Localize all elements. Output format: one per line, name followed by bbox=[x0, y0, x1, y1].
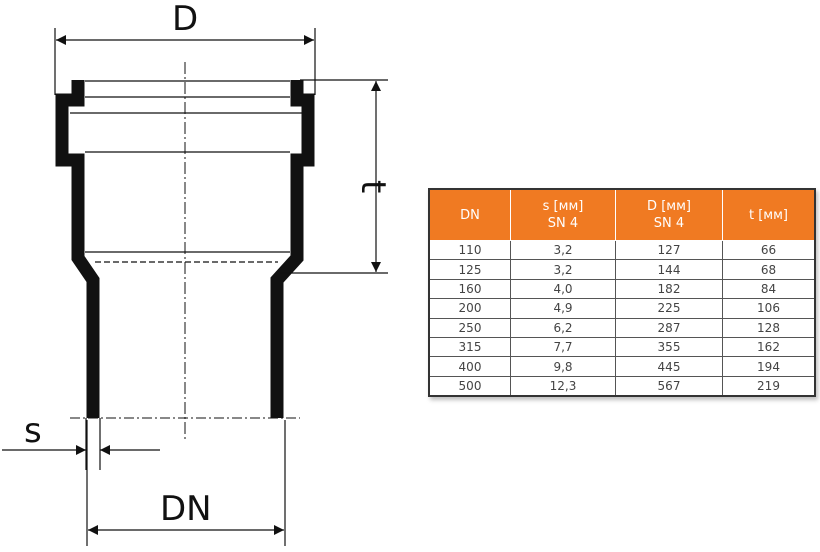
header-sublabel: SN 4 bbox=[547, 216, 579, 231]
cell-d: 127 bbox=[615, 239, 723, 261]
header-label: s [мм] bbox=[542, 199, 584, 214]
cell-s: 3,2 bbox=[510, 239, 616, 261]
cell-t: 84 bbox=[722, 278, 816, 300]
cell-dn: 500 bbox=[428, 375, 511, 397]
cell-t: 106 bbox=[722, 298, 816, 319]
cell-t: 219 bbox=[722, 375, 816, 397]
dimension-DN-label: DN bbox=[160, 489, 212, 529]
dimension-s-label: s bbox=[24, 411, 42, 451]
header-dn: DN bbox=[428, 189, 511, 241]
cell-d: 567 bbox=[615, 375, 723, 397]
table-header-row: DN s [мм] SN 4 D [мм] SN 4 t [мм] bbox=[428, 189, 816, 241]
cell-dn: 315 bbox=[428, 336, 511, 358]
cell-d: 144 bbox=[615, 259, 723, 280]
cell-t: 194 bbox=[722, 356, 816, 377]
dimension-D bbox=[54, 28, 316, 95]
header-sublabel: SN 4 bbox=[653, 216, 685, 231]
header-label: DN bbox=[460, 207, 480, 223]
cell-dn: 400 bbox=[428, 356, 511, 377]
cell-d: 445 bbox=[615, 356, 723, 377]
pipe-wall-right bbox=[270, 80, 315, 418]
cell-t: 162 bbox=[722, 336, 816, 358]
dimension-s bbox=[2, 418, 160, 470]
cell-t: 66 bbox=[722, 239, 816, 261]
dimension-t-label: t bbox=[353, 180, 393, 193]
socket-inner-lines bbox=[70, 80, 302, 253]
cell-dn: 200 bbox=[428, 298, 511, 319]
cell-dn: 250 bbox=[428, 317, 511, 338]
cell-t: 68 bbox=[722, 259, 816, 280]
cell-d: 287 bbox=[615, 317, 723, 338]
cell-t: 128 bbox=[722, 317, 816, 338]
cell-s: 9,8 bbox=[510, 356, 616, 377]
cell-dn: 110 bbox=[428, 239, 511, 261]
pipe-wall-left bbox=[55, 80, 100, 418]
cell-d: 225 bbox=[615, 298, 723, 319]
cell-dn: 160 bbox=[428, 278, 511, 300]
header-label: D [мм] bbox=[647, 199, 691, 214]
cell-s: 3,2 bbox=[510, 259, 616, 280]
cell-s: 7,7 bbox=[510, 336, 616, 358]
cell-dn: 125 bbox=[428, 259, 511, 280]
header-d: D [мм] SN 4 bbox=[615, 189, 723, 241]
dimension-t bbox=[280, 79, 388, 274]
cell-d: 355 bbox=[615, 336, 723, 358]
header-s: s [мм] SN 4 bbox=[510, 189, 616, 241]
dimension-DN bbox=[86, 420, 286, 546]
cell-s: 4,9 bbox=[510, 298, 616, 319]
cell-d: 182 bbox=[615, 278, 723, 300]
cell-s: 4,0 bbox=[510, 278, 616, 300]
header-t: t [мм] bbox=[722, 189, 816, 241]
cell-s: 6,2 bbox=[510, 317, 616, 338]
header-label: t [мм] bbox=[749, 207, 788, 223]
dimension-D-label: D bbox=[172, 0, 198, 39]
cell-s: 12,3 bbox=[510, 375, 616, 397]
